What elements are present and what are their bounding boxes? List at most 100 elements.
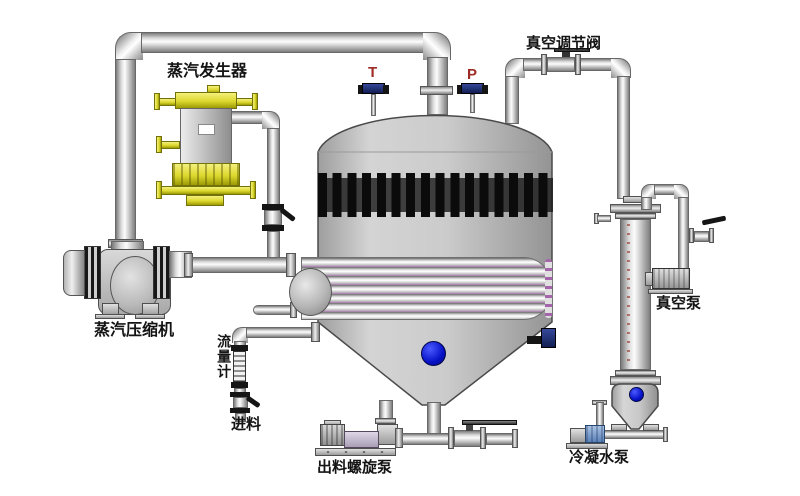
screw-pump-base-bolts <box>319 450 392 454</box>
pressure-instrument-nub <box>457 85 462 94</box>
column-top-flange <box>615 213 656 219</box>
discharge-valve-body <box>454 430 481 447</box>
vacuum-pipe-elbow-left <box>505 58 525 78</box>
steam-generator-bottom-stub <box>186 195 224 206</box>
vacuum-valve-flange <box>575 54 581 75</box>
cone-outlet-downpipe <box>379 400 393 420</box>
vacuum-pump-riser-stub <box>641 197 652 210</box>
screw-pump-body <box>344 431 379 448</box>
pipe-end-cap <box>512 429 518 448</box>
feed-valve-body <box>233 397 248 408</box>
flow-meter-tube <box>233 351 246 382</box>
temperature-instrument-body <box>362 83 385 94</box>
cone-nozzle-pipe <box>527 336 552 344</box>
flow-meter-cap <box>231 345 248 351</box>
steam-generator-flange-arm <box>161 141 180 149</box>
discharge-valve-flange <box>480 427 486 449</box>
receiver-bottom-manifold <box>603 430 665 439</box>
compressor-foot <box>135 314 165 319</box>
condensate-pump-base <box>566 443 608 449</box>
air-valve-body <box>694 231 709 242</box>
pipe-left-vertical <box>115 59 136 242</box>
generator-downcomer-pipe <box>267 231 280 260</box>
vacuum-pump-pipe-top <box>654 184 676 195</box>
column-side-stub <box>597 215 611 222</box>
compressor-discharge-pipe <box>192 257 290 273</box>
generator-valve-flange <box>262 204 284 210</box>
condenser-column-shell <box>620 219 651 370</box>
pressure-instrument-body <box>461 83 484 94</box>
vacuum-pipe-dome-riser <box>505 76 519 124</box>
temperature-instrument-stem <box>371 94 376 116</box>
manifold-fitting <box>643 424 659 431</box>
air-valve-lever <box>701 215 727 226</box>
vacuum-pump-downpipe <box>678 197 689 272</box>
manifold-fitting <box>611 424 627 431</box>
vacuum-pump-body <box>652 268 690 289</box>
pipe-flange <box>286 253 296 277</box>
steam-compressor-label: 蒸汽压缩机 <box>94 322 175 339</box>
discharge-pipe-end <box>486 433 514 445</box>
feed-pipe-vertical <box>235 413 246 422</box>
condensate-pump-motor <box>585 425 605 443</box>
vacuum-regulating-valve-label: 真空调节阀 <box>526 35 602 52</box>
cone-nozzle-valve <box>541 328 556 348</box>
steam-generator-bottom-header <box>172 163 240 186</box>
pipe-elbow-top-right <box>423 32 451 60</box>
steam-generator-top-cap <box>175 92 237 109</box>
condensate-receiver <box>611 383 659 430</box>
vacuum-pump-label: 真空泵 <box>656 295 702 312</box>
feed-pipe-flange <box>311 322 320 342</box>
compressor-flange-stack-left <box>84 246 101 299</box>
compressor-end-cap <box>63 250 85 296</box>
pipe-top-horizontal <box>141 32 425 53</box>
generator-valve-body <box>264 210 282 225</box>
vacuum-pump-elbow-right <box>674 184 689 199</box>
compressor-foot <box>95 314 125 319</box>
air-valve-flange <box>709 228 714 243</box>
feed-inlet-label: 进料 <box>231 416 262 433</box>
generator-valve-flange <box>262 225 284 231</box>
vacuum-pipe-downcomer <box>617 76 630 199</box>
receiver-sight-glass <box>629 387 644 402</box>
steam-generator-shell <box>180 108 232 165</box>
pressure-instrument-stem <box>470 94 475 113</box>
feed-pipe-horizontal <box>246 327 318 338</box>
air-valve-flange <box>689 228 694 243</box>
discharge-screw-pump-label: 出料螺旋泵 <box>317 459 393 476</box>
discharge-valve-stem <box>466 424 473 431</box>
column-weld-dots <box>627 224 630 364</box>
vacuum-pump-base <box>648 289 693 294</box>
pipe-flange <box>420 86 453 95</box>
vacuum-pipe-elbow-right <box>611 58 631 78</box>
vacuum-valve-lever <box>554 48 590 52</box>
condensate-pump-body <box>570 428 586 443</box>
column-bottom-flange <box>615 370 656 376</box>
discharge-pipe <box>402 433 450 445</box>
tank-side-stub-nozzle <box>253 305 295 315</box>
steam-generator-bottom-flange-row <box>161 186 251 195</box>
pipe-elbow-top-left <box>115 32 143 60</box>
steam-generator-nameplate <box>198 124 215 135</box>
tank-sight-glass <box>421 341 446 366</box>
temperature-instrument-nub <box>383 85 389 94</box>
cone-center-downpipe <box>427 402 441 435</box>
coil-ubend-purple-edge <box>545 259 552 318</box>
feed-valve-flange <box>230 408 250 413</box>
screw-pump-motor <box>320 424 345 446</box>
temperature-indicator: T <box>368 64 378 81</box>
vacuum-valve-stem <box>562 52 570 59</box>
discharge-valve-handle <box>462 420 517 425</box>
vacuum-pump-elbow-left <box>641 184 656 199</box>
manifold-end-cap <box>663 427 668 442</box>
coil-header-dome <box>289 268 332 316</box>
condensate-discharge-stub <box>596 402 604 427</box>
flow-meter-cap <box>231 382 248 388</box>
heater-coil-bundle <box>301 257 553 320</box>
temperature-instrument-nub <box>358 85 363 94</box>
pressure-indicator: P <box>467 66 478 83</box>
condensate-pump-label: 冷凝水泵 <box>569 449 630 466</box>
vacuum-valve-body <box>547 57 575 72</box>
column-top-flange <box>610 204 661 213</box>
